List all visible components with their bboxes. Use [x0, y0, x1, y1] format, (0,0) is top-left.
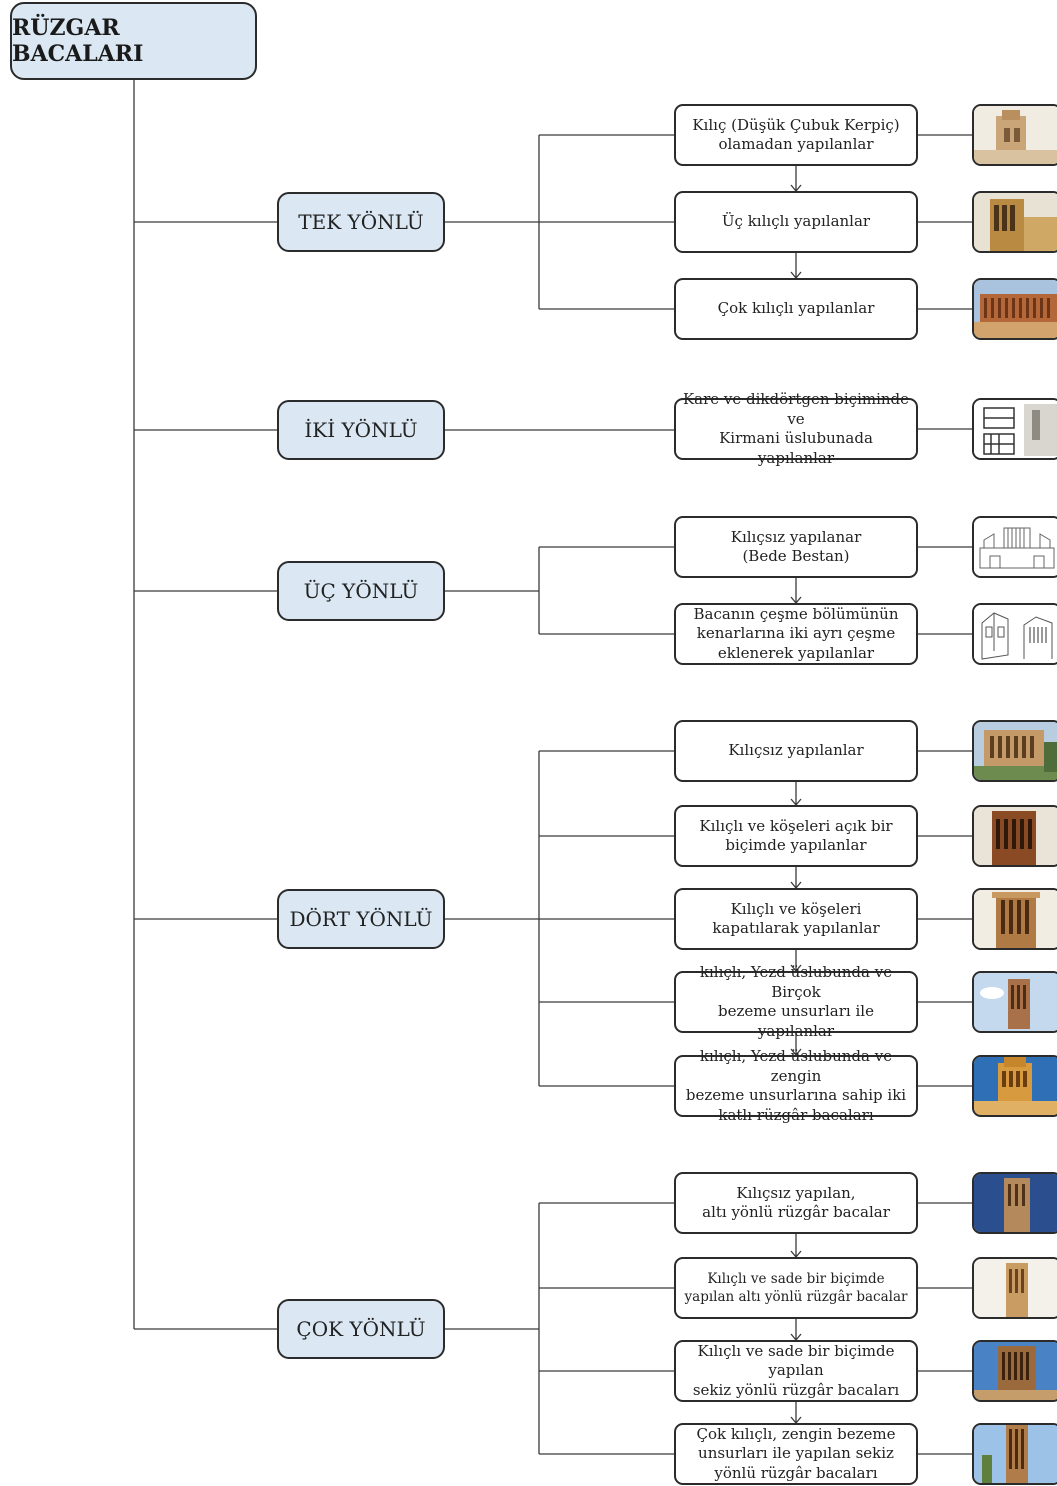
- category-tek-yonlu: TEK YÖNLÜ: [277, 192, 445, 252]
- tower-photo-hex-dark-sky: [972, 1172, 1057, 1234]
- tower-photo-dark-slats: [972, 805, 1057, 867]
- tower-photo-adobe: [972, 104, 1057, 166]
- type-box: Kılıçsız yapılan, altı yönlü rüzgâr baca…: [674, 1172, 918, 1234]
- type-box: Çok kılıçlı, zengin bezeme unsurları ile…: [674, 1423, 918, 1485]
- tower-photo-courtyard: [972, 720, 1057, 782]
- tower-photo-closed-corners: [972, 888, 1057, 950]
- type-box: Kılıçlı ve sade bir biçimde yapılan seki…: [674, 1340, 918, 1402]
- type-box: kılıçlı, Yezd üslubunda ve zengin bezeme…: [674, 1047, 918, 1124]
- category-uc-yonlu: ÜÇ YÖNLÜ: [277, 561, 445, 621]
- category-dort-yonlu: DÖRT YÖNLÜ: [277, 889, 445, 949]
- type-box: Kılıçsız yapılanlar: [674, 720, 918, 782]
- category-cok-yonlu: ÇOK YÖNLÜ: [277, 1299, 445, 1359]
- type-box: Kılıçlı ve sade bir biçimde yapılan altı…: [674, 1257, 918, 1319]
- category-iki-yonlu: İKİ YÖNLÜ: [277, 400, 445, 460]
- type-box: Kare ve dikdörtgen biçiminde ve Kirmani …: [674, 390, 918, 467]
- type-box: Kılıçlı ve köşeleri kapatılarak yapılanl…: [674, 888, 918, 950]
- elevation-drawing: [972, 516, 1057, 578]
- perspective-drawing: [972, 603, 1057, 665]
- tower-photo-long-wall: [972, 278, 1057, 340]
- type-box: Kılıçlı ve köşeleri açık bir biçimde yap…: [674, 805, 918, 867]
- tower-photo-octagonal-blue: [972, 1340, 1057, 1402]
- type-box: Kılıçsız yapılanar (Bede Bestan): [674, 516, 918, 578]
- tower-photo-yazd-sky: [972, 971, 1057, 1033]
- root-title: RÜZGAR BACALARI: [10, 2, 257, 80]
- type-box: Bacanın çeşme bölümünün kenarlarına iki …: [674, 603, 918, 665]
- tower-photo-golden: [972, 191, 1057, 253]
- tower-photo-hex-white: [972, 1257, 1057, 1319]
- plan-drawing: [972, 398, 1057, 460]
- type-box: Üç kılıçlı yapılanlar: [674, 191, 918, 253]
- type-box: Kılıç (Düşük Çubuk Kerpiç) olamadan yapı…: [674, 104, 918, 166]
- tower-photo-octagonal-tall: [972, 1423, 1057, 1485]
- type-box: kılıçlı, Yezd üslubunda ve Birçok bezeme…: [674, 963, 918, 1040]
- tower-photo-two-storey: [972, 1055, 1057, 1117]
- type-box: Çok kılıçlı yapılanlar: [674, 278, 918, 340]
